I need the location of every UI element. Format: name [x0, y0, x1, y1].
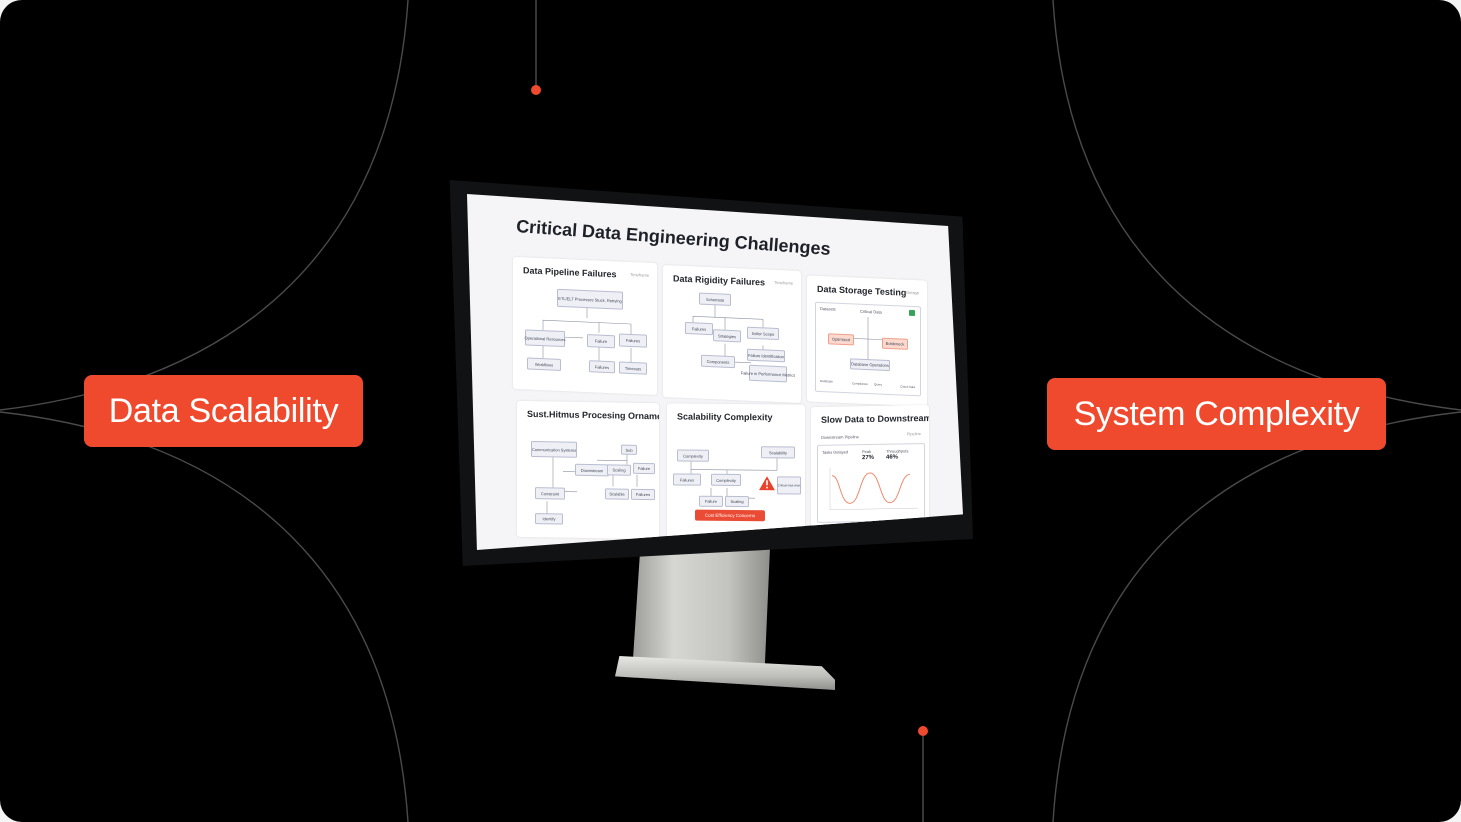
- flow-node: Failures: [673, 473, 701, 486]
- flow-node: Failures: [619, 333, 647, 348]
- flow-node: Failures: [631, 488, 655, 501]
- flow-node: Scalability: [761, 446, 795, 459]
- flow-node: Complexity: [677, 449, 709, 462]
- chart-subheader: Downstream Pipeline: [821, 434, 859, 440]
- flow-node: Scaling: [725, 495, 749, 508]
- flow-node: Scaling: [607, 464, 631, 476]
- card-processing-ornaments: Sust.Hitmus Procesing Ornaments Communic…: [517, 400, 659, 540]
- footer-label: Cloud Data: [900, 384, 916, 390]
- data-scalability-badge: Data Scalability: [84, 375, 363, 447]
- card-tag: Pipeline: [906, 431, 921, 437]
- flow-node: Sub: [621, 444, 637, 455]
- flow-node: Operational Resources: [525, 329, 565, 348]
- flow-connectors: [546, 450, 638, 518]
- monitor-stand-neck: [632, 548, 770, 674]
- card-title: Slow Data to Downstreams: [821, 412, 929, 425]
- footer-label: Query: [874, 382, 883, 387]
- flow-node: Constraint: [535, 487, 565, 500]
- bottom-connector-dot: [918, 726, 928, 736]
- chart-panel: Tasks Delayed Peak 27% Throughputs 46%: [817, 443, 925, 523]
- flow-node: Strategies: [713, 329, 741, 343]
- card-tag: Storage: [904, 289, 919, 296]
- card-data-rigidity-failures: Data Rigidity Failures Timeframe Schemat…: [663, 264, 801, 404]
- flow-connectors: [542, 306, 632, 363]
- flow-node: Failure Identification: [747, 348, 785, 363]
- flow-node: Bottleneck: [882, 337, 908, 350]
- warning-icon: [759, 476, 775, 491]
- cost-efficiency-button[interactable]: Cost Efficiency Concerns: [695, 509, 765, 522]
- flow-node: Components: [701, 354, 735, 369]
- throughput-line-chart: [829, 467, 918, 510]
- flow-node: Complexity: [711, 473, 741, 487]
- flow-node: Communication Systems: [531, 441, 577, 458]
- footer-label: Database: [820, 378, 833, 384]
- system-complexity-badge: System Complexity: [1047, 378, 1386, 450]
- flow-node: ETL/ELT Processes Stuck, Retrying: [557, 288, 623, 310]
- flow-node: Failure: [699, 495, 723, 507]
- monitor-screen: Critical Data Engineering Challenges Dat…: [467, 194, 963, 550]
- flow-node: Schemata: [699, 292, 731, 306]
- flow-node: Failure: [633, 462, 655, 475]
- storage-panel: Datasets Critical Data Optimized Bottlen…: [815, 301, 921, 397]
- flow-node: Workflows: [527, 357, 561, 371]
- flow-node: Failures: [685, 321, 713, 336]
- top-connector-dot: [531, 85, 541, 95]
- flow-node: Optimized: [828, 333, 854, 346]
- flow-node: Failures: [589, 360, 615, 374]
- card-slow-data-downstreams: Slow Data to Downstreams Pipeline Downst…: [811, 404, 929, 530]
- card-scalability-complexity: Scalability Complexity Complexity Scalab…: [667, 403, 805, 539]
- card-data-pipeline-failures: Data Pipeline Failures Timeframe ETL/ELT…: [513, 256, 657, 396]
- flow-node: Seller Scope: [747, 326, 779, 341]
- footer-label: Compliance: [852, 381, 868, 387]
- card-title: Data Storage Testing: [817, 283, 907, 298]
- flow-node: Downstream: [575, 463, 609, 477]
- flow-node: Failure in Performance Metrics: [741, 364, 795, 383]
- card-data-storage-testing: Data Storage Testing Storage Datasets Cr…: [807, 275, 927, 407]
- screen-title: Critical Data Engineering Challenges: [515, 216, 832, 260]
- alert-note: Critical Risk Alert: [777, 476, 801, 495]
- flow-node: Database Operations: [850, 358, 890, 372]
- flow-node: Timeouts: [619, 361, 647, 375]
- flow-node: Failure: [587, 334, 615, 349]
- flow-node: Scalable: [605, 488, 629, 500]
- flow-node: Identify: [535, 513, 563, 525]
